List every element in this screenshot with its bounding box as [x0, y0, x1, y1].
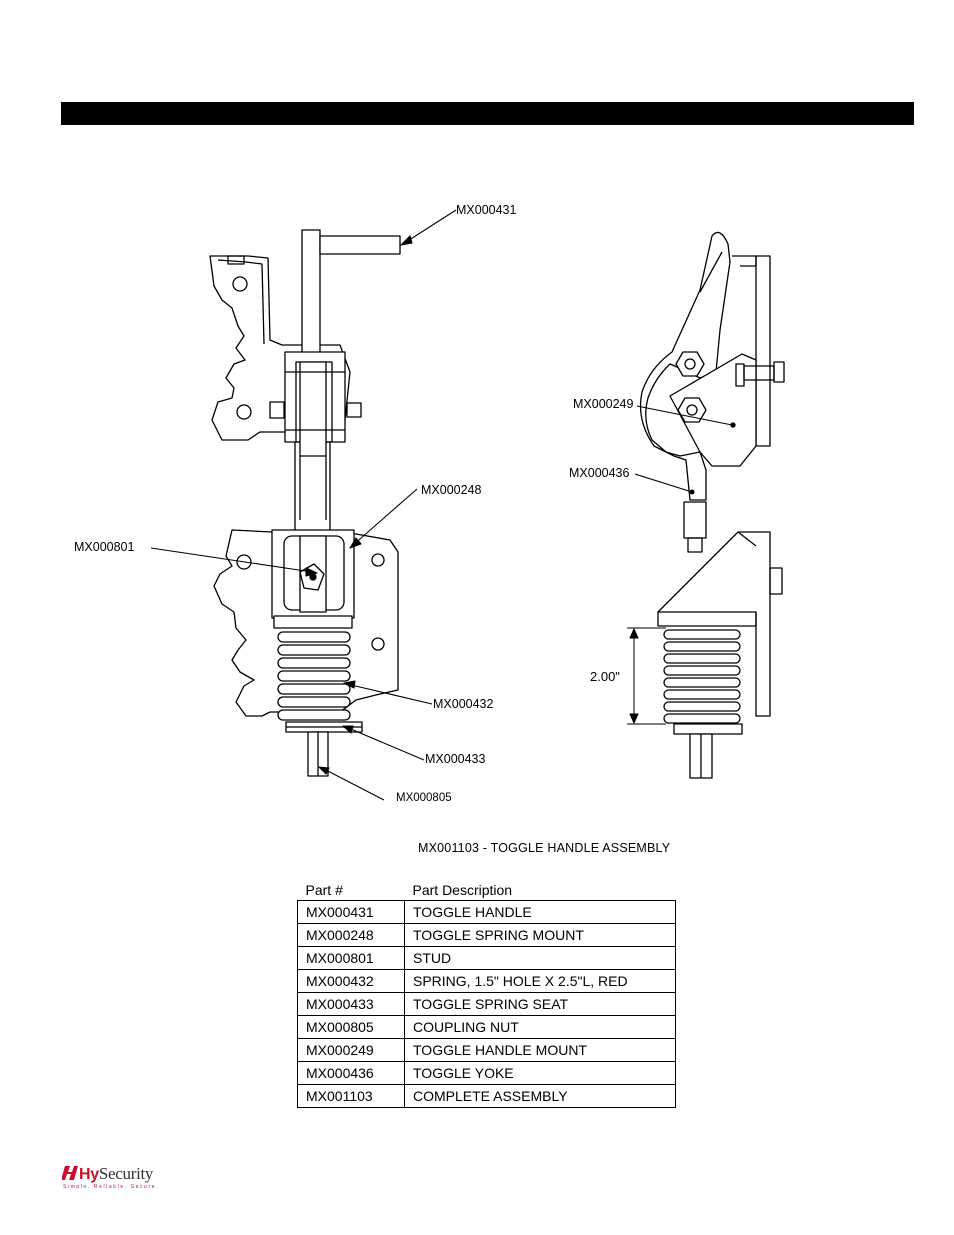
- table-row: MX000801 STUD: [297, 946, 676, 970]
- parts-table: Part # Part Description MX000431 TOGGLE …: [297, 878, 676, 1108]
- table-row: MX000249 TOGGLE HANDLE MOUNT: [297, 1038, 676, 1062]
- part-number: MX000801: [297, 946, 405, 970]
- part-description: TOGGLE SPRING MOUNT: [404, 923, 676, 947]
- table-row: MX000431 TOGGLE HANDLE: [297, 900, 676, 924]
- part-description: TOGGLE HANDLE: [404, 900, 676, 924]
- assembly-caption: MX001103 - TOGGLE HANDLE ASSEMBLY: [418, 841, 671, 855]
- part-description: COMPLETE ASSEMBLY: [404, 1084, 676, 1108]
- table-row: MX001103 COMPLETE ASSEMBLY: [297, 1084, 676, 1108]
- brand-security: Security: [98, 1164, 154, 1183]
- dimension-label: 2.00": [590, 669, 620, 684]
- callout-spring-mount: MX000248: [421, 483, 482, 497]
- callout-yoke: MX000436: [569, 466, 630, 480]
- table-row: MX000436 TOGGLE YOKE: [297, 1061, 676, 1085]
- part-number: MX000433: [297, 992, 405, 1016]
- table-row: MX000248 TOGGLE SPRING MOUNT: [297, 923, 676, 947]
- column-header: Part #: [305, 882, 343, 898]
- callout-stud: MX000801: [74, 540, 135, 554]
- part-number: MX001103: [297, 1084, 405, 1108]
- part-number: MX000436: [297, 1061, 405, 1085]
- brand-tagline: Simple. Reliable. Secure.: [63, 1184, 160, 1190]
- callout-spring-seat: MX000433: [425, 752, 486, 766]
- part-description: TOGGLE YOKE: [404, 1061, 676, 1085]
- table-row: MX000805 COUPLING NUT: [297, 1015, 676, 1039]
- table-row: MX000433 TOGGLE SPRING SEAT: [297, 992, 676, 1016]
- part-description: SPRING, 1.5" HOLE X 2.5"L, RED: [404, 969, 676, 993]
- callout-handle: MX000431: [456, 203, 517, 217]
- part-number: MX000805: [297, 1015, 405, 1039]
- hysecurity-mark-icon: [62, 1166, 78, 1180]
- hysecurity-logo: HySecurity Simple. Reliable. Secure.: [62, 1162, 162, 1192]
- callout-spring: MX000432: [433, 697, 494, 711]
- part-number: MX000249: [297, 1038, 405, 1062]
- part-number: MX000432: [297, 969, 405, 993]
- part-description: COUPLING NUT: [404, 1015, 676, 1039]
- part-description: TOGGLE HANDLE MOUNT: [404, 1038, 676, 1062]
- callout-coupling-nut: MX000805: [396, 792, 452, 804]
- table-header-row: Part # Part Description: [298, 878, 676, 901]
- callout-handle-mount: MX000249: [573, 397, 634, 411]
- part-description: STUD: [404, 946, 676, 970]
- header-bar: [61, 102, 914, 125]
- part-number: MX000248: [297, 923, 405, 947]
- table-row: MX000432 SPRING, 1.5" HOLE X 2.5"L, RED: [297, 969, 676, 993]
- brand-name: HySecurity: [79, 1164, 153, 1184]
- part-description: TOGGLE SPRING SEAT: [404, 992, 676, 1016]
- part-number: MX000431: [297, 900, 405, 924]
- column-header: Part Description: [412, 882, 513, 898]
- brand-hy: Hy: [79, 1166, 99, 1183]
